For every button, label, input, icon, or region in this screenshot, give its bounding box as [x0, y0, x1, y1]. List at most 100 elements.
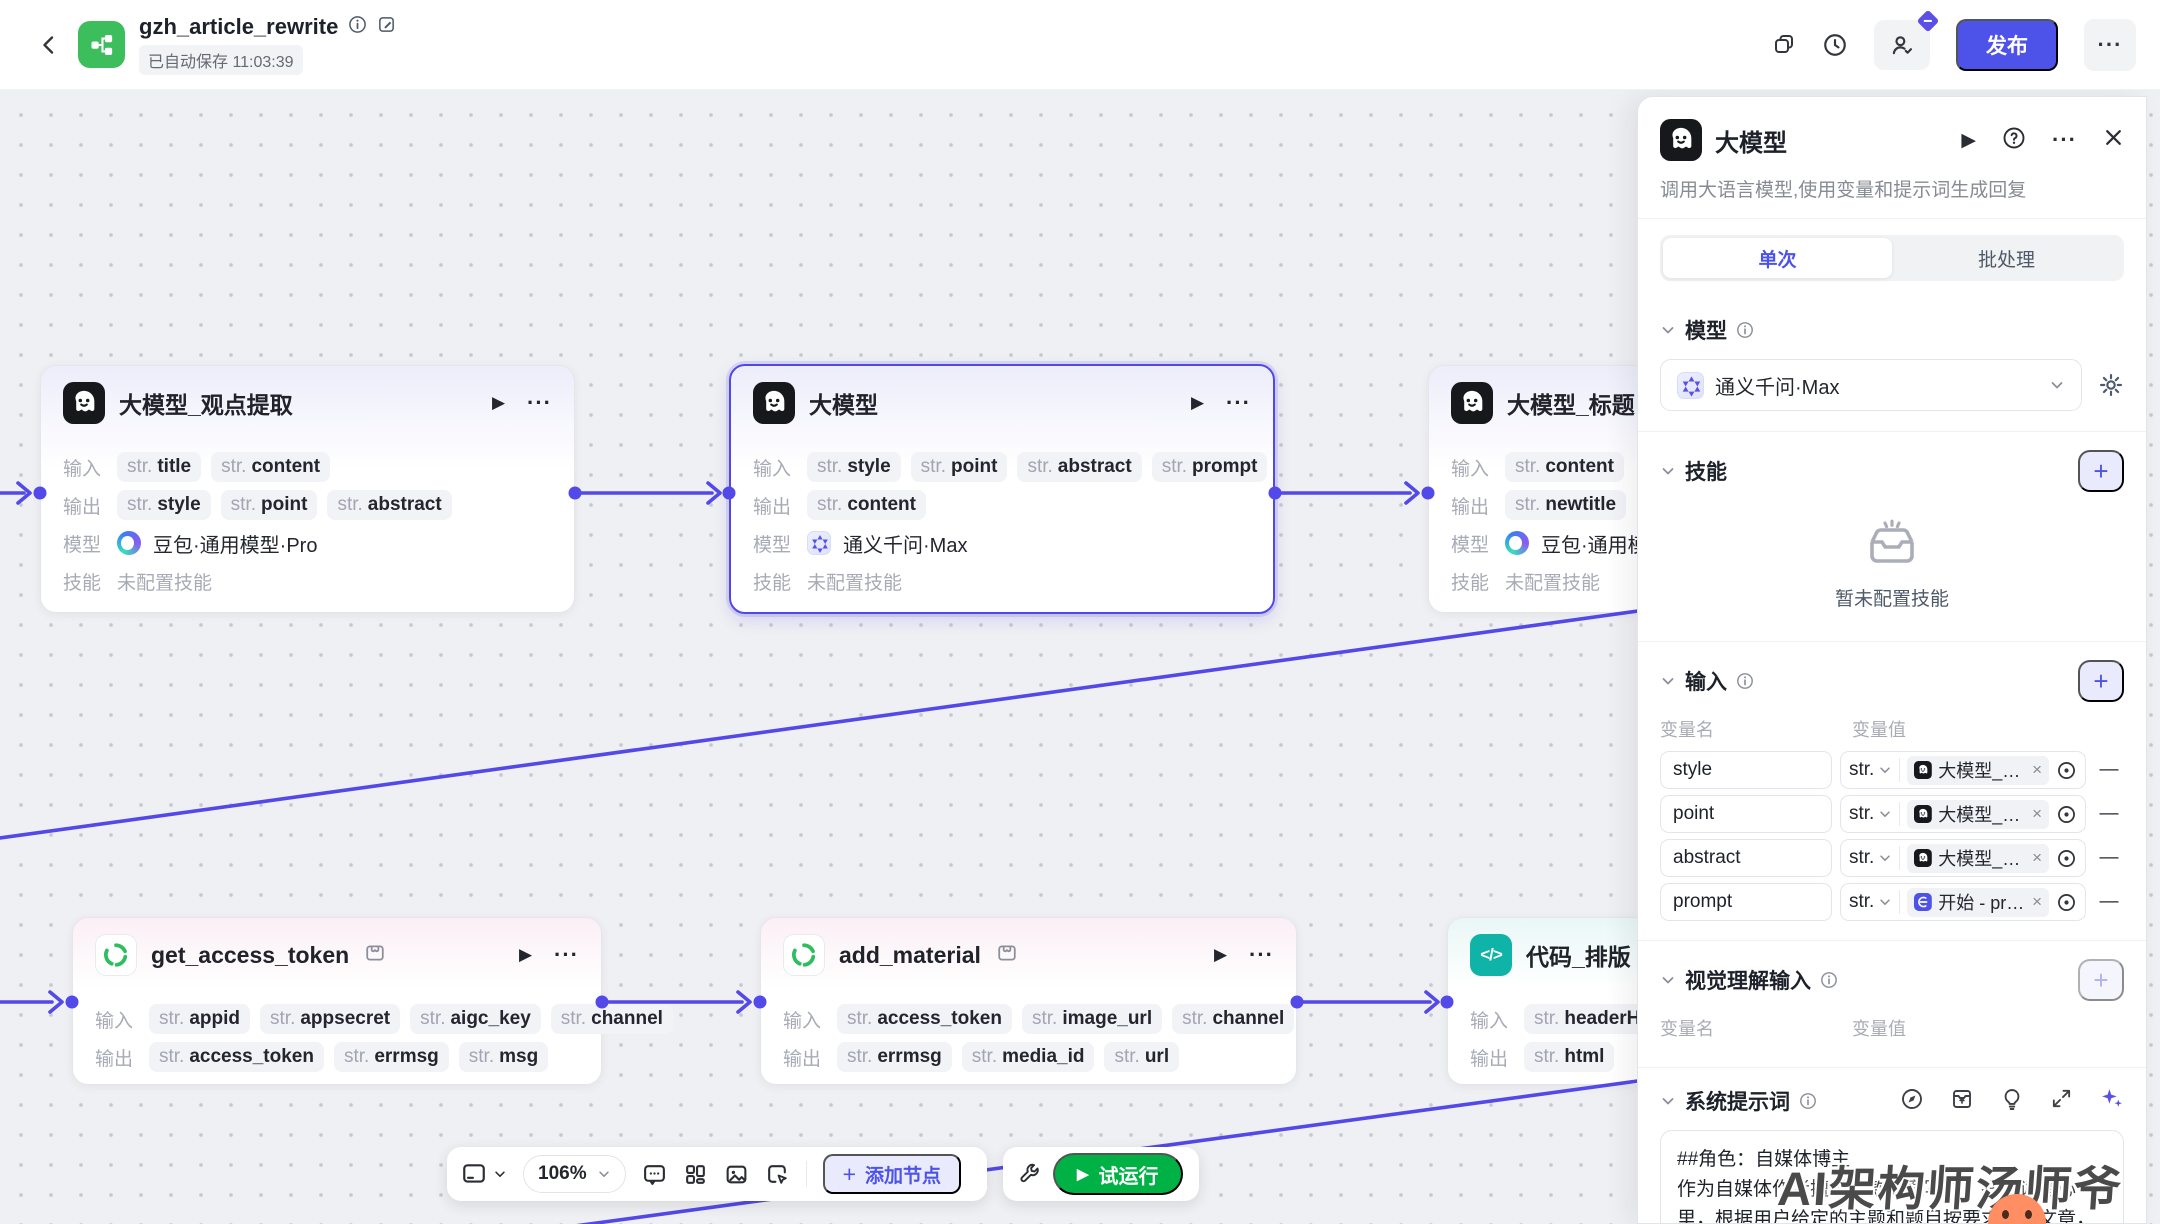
- var-name-input[interactable]: [1660, 839, 1832, 877]
- io-chip: str.title: [117, 452, 202, 482]
- chevron-down-icon[interactable]: [1660, 972, 1676, 988]
- chevron-down-icon[interactable]: [1660, 1093, 1676, 1109]
- canvas-toolbar: 106% + 添加节点: [447, 1147, 987, 1201]
- expression-icon[interactable]: [2056, 892, 2077, 913]
- doubao-model-icon: [117, 531, 141, 555]
- publish-button[interactable]: 发布: [1956, 18, 2058, 71]
- autosave-badge: 已自动保存 11:03:39: [139, 45, 303, 75]
- chevron-down-icon[interactable]: [1660, 673, 1676, 689]
- collaboration-button[interactable]: [1874, 9, 1940, 70]
- tab-single[interactable]: 单次: [1663, 238, 1892, 278]
- var-ref-chip[interactable]: 大模型_观... - ×: [1907, 799, 2049, 829]
- wrench-icon[interactable]: [1017, 1162, 1041, 1186]
- var-value-field[interactable]: str. 开始 - prompt ×: [1840, 883, 2086, 921]
- run-node-icon[interactable]: ▶: [491, 393, 506, 412]
- var-name-input[interactable]: [1660, 883, 1832, 921]
- compass-icon[interactable]: [1900, 1087, 1924, 1116]
- model-settings-gear-icon[interactable]: [2098, 372, 2124, 398]
- remove-row-button[interactable]: —: [2099, 803, 2119, 824]
- system-prompt-textarea[interactable]: ##角色：自媒体博主 作为自媒体作者擅长爆款文案写作，把握读者心里，根据用户给定…: [1660, 1130, 2124, 1223]
- run-node-icon[interactable]: ▶: [1190, 393, 1205, 412]
- var-value-field[interactable]: str. 大模型_观... - ×: [1840, 795, 2086, 833]
- var-ref-chip[interactable]: 大模型_观... - ×: [1907, 755, 2049, 785]
- comment-icon[interactable]: [642, 1162, 667, 1187]
- add-node-button[interactable]: + 添加节点: [822, 1154, 962, 1194]
- expression-icon[interactable]: [2056, 804, 2077, 825]
- info-icon: [1820, 971, 1838, 989]
- topbar-more-button[interactable]: ···: [2084, 18, 2136, 71]
- model-name: 豆包·通用模型·Pro: [153, 534, 318, 557]
- node-more-icon[interactable]: ···: [1226, 390, 1251, 415]
- edit-title-icon[interactable]: [377, 15, 396, 39]
- zoom-control[interactable]: 106%: [523, 1155, 626, 1193]
- output-label: 输出: [753, 496, 792, 518]
- chevron-down-icon[interactable]: [1660, 322, 1676, 338]
- var-value-field[interactable]: str. 大模型_观... - ×: [1840, 839, 2086, 877]
- remove-ref-icon[interactable]: ×: [2032, 892, 2042, 911]
- node-more-icon[interactable]: ···: [527, 390, 552, 415]
- input-label: 输入: [95, 1010, 134, 1032]
- node-title: 代码_排版: [1526, 944, 1631, 970]
- var-ref-chip[interactable]: 开始 - prompt ×: [1907, 887, 2049, 917]
- remove-row-button[interactable]: —: [2099, 847, 2119, 868]
- var-name-input[interactable]: [1660, 751, 1832, 789]
- node-more-icon[interactable]: ···: [1249, 942, 1274, 967]
- minimap-toggle-icon[interactable]: [461, 1161, 487, 1187]
- remove-row-button[interactable]: —: [2099, 759, 2119, 780]
- remove-ref-icon[interactable]: ×: [2032, 760, 2042, 779]
- auto-layout-icon[interactable]: [683, 1162, 708, 1187]
- remove-row-button[interactable]: —: [2099, 891, 2119, 912]
- expand-icon[interactable]: [2050, 1087, 2073, 1115]
- select-tool-icon[interactable]: [765, 1162, 790, 1187]
- llm-ref-icon: [1914, 847, 1932, 869]
- history-icon[interactable]: [1822, 32, 1848, 58]
- panel-more-icon[interactable]: ···: [2052, 127, 2077, 152]
- help-icon[interactable]: [2002, 126, 2026, 155]
- skill-empty-state: 暂未配置技能: [1638, 492, 2146, 641]
- expression-icon[interactable]: [2056, 760, 2077, 781]
- ai-optimize-icon[interactable]: [2099, 1086, 2124, 1116]
- chevron-down-icon[interactable]: [1660, 463, 1676, 479]
- add-input-button[interactable]: +: [2078, 660, 2124, 702]
- test-run-button[interactable]: ▶ 试运行: [1053, 1153, 1183, 1195]
- info-icon[interactable]: [348, 15, 367, 39]
- back-button[interactable]: [34, 30, 64, 60]
- duplicate-icon[interactable]: [1772, 33, 1796, 57]
- image-icon[interactable]: [724, 1162, 749, 1187]
- input-label: 输入: [1470, 1010, 1509, 1032]
- lightbulb-icon[interactable]: [2000, 1087, 2024, 1116]
- input-row-style: str. 大模型_观... - × —: [1638, 748, 2146, 792]
- io-chip: str.url: [1104, 1042, 1180, 1072]
- remove-ref-icon[interactable]: ×: [2032, 848, 2042, 867]
- tab-batch[interactable]: 批处理: [1977, 249, 2035, 271]
- minimap-chevron-icon[interactable]: [493, 1167, 507, 1181]
- var-value-field[interactable]: str. 大模型_观... - ×: [1840, 751, 2086, 789]
- io-chip: str.html: [1524, 1042, 1615, 1072]
- model-select-value: 通义千问·Max: [1715, 376, 1840, 399]
- var-name-input[interactable]: [1660, 795, 1832, 833]
- remove-ref-icon[interactable]: ×: [2032, 804, 2042, 823]
- input-row-abstract: str. 大模型_观... - × —: [1638, 836, 2146, 880]
- skill-label: 技能: [1451, 572, 1490, 594]
- model-select[interactable]: 通义千问·Max: [1660, 359, 2082, 411]
- add-vision-input-button[interactable]: +: [2078, 959, 2124, 1001]
- skill-label: 技能: [63, 572, 102, 594]
- node-more-icon[interactable]: ···: [554, 942, 579, 967]
- output-label: 输出: [63, 496, 102, 518]
- run-node-icon[interactable]: ▶: [518, 945, 533, 964]
- var-ref-chip[interactable]: 大模型_观... - ×: [1907, 843, 2049, 873]
- close-icon[interactable]: [2103, 127, 2124, 153]
- node-title: 大模型: [809, 392, 878, 418]
- add-skill-button[interactable]: +: [2078, 450, 2124, 492]
- run-node-icon[interactable]: ▶: [1213, 945, 1228, 964]
- node-title: add_material: [839, 941, 981, 968]
- expression-icon[interactable]: [2056, 848, 2077, 869]
- io-chip: str.point: [910, 452, 1008, 482]
- panel-run-icon[interactable]: ▶: [1961, 129, 1977, 151]
- watermark-text: AI架构师汤师爷: [1775, 1162, 2125, 1215]
- prompt-library-icon[interactable]: [1950, 1087, 1974, 1116]
